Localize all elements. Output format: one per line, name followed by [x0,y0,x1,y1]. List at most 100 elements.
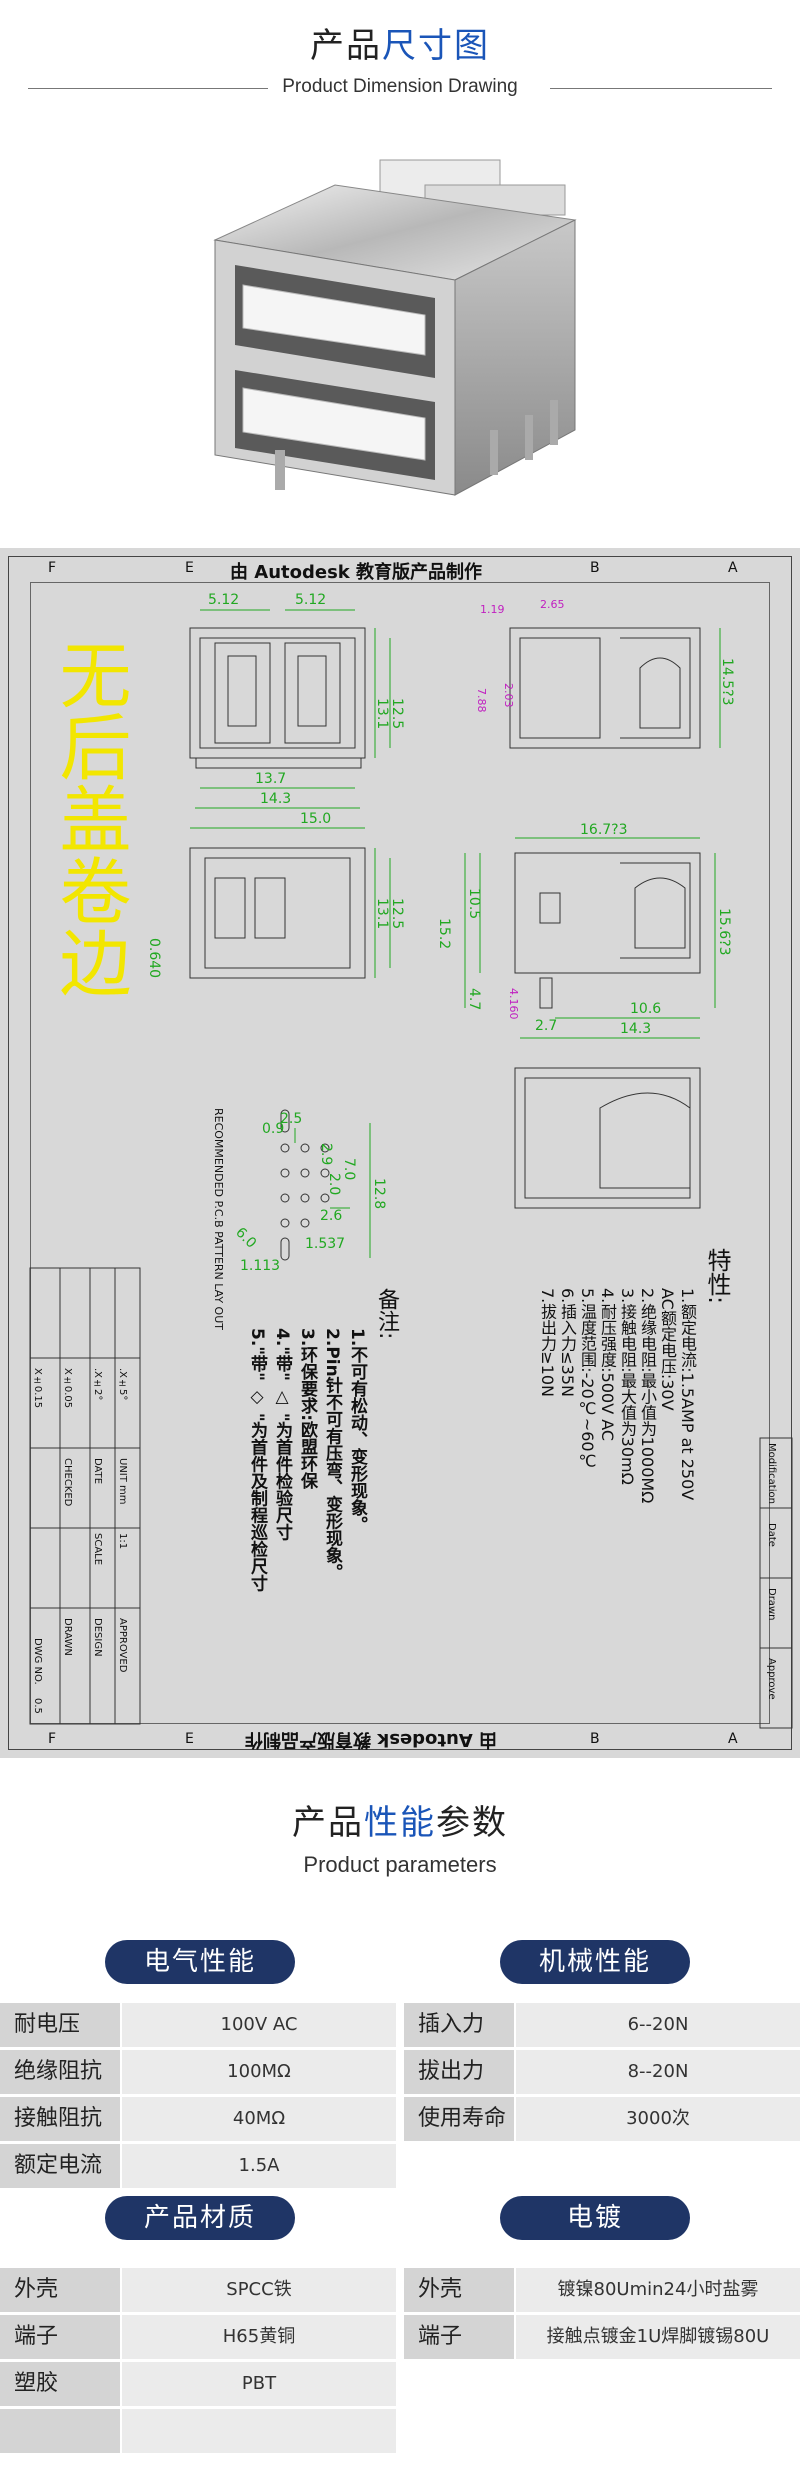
divider-right [550,88,772,89]
zone-letter: B [590,560,600,576]
dimension-subtitle: Product Dimension Drawing [282,76,518,97]
title-block-cell: X±0.05 [62,1368,73,1409]
pcb-caption: RECOMMENDED P.C.B PATTERN LAY OUT [212,1108,225,1330]
dim-label: 1.113 [240,1258,280,1274]
feature-line: 4.耐压强度:500V AC [598,1288,617,1442]
dim-label: 2.0 [326,1173,342,1195]
revision-cell: Approve [766,1658,777,1700]
param-value: 接触点镀金1U焊脚镀锡80U [516,2315,800,2359]
dim-label: 7.0 [341,1158,357,1180]
zone-letter: A [728,560,738,576]
note-line: 2.Pin针不可有压弯、变形现象。 [322,1328,342,1581]
param-value: 6--20N [516,2003,800,2047]
plating-header: 电镀 [500,2196,690,2240]
param-label: 端子 [404,2315,514,2359]
title-block-cell: DWG NO. [32,1638,43,1685]
dim-label: 16.7?3 [580,822,628,838]
dim-label: 5.12 [295,592,326,608]
watermark-text: 无后盖卷边 [47,638,131,998]
param-value: 镀镍80Umin24小时盐雾 [516,2268,800,2312]
note-line: 5."带" ◇ "为首件及制程巡检尺寸 [247,1328,267,1592]
title-block-cell: .X±5° [117,1368,128,1401]
revision-cell: Drawn [766,1588,777,1621]
drawing-outer-frame [8,556,792,1750]
product-photo [213,159,577,496]
zone-letter: E [185,1731,194,1747]
parameters-title: 产品性能参数 [292,1803,508,1843]
dim-label: 2.9 [318,1143,334,1165]
dim-label: 12.5 [389,698,405,729]
param-value: SPCC铁 [122,2268,396,2312]
param-label: 拔出力 [404,2050,514,2094]
dim-label: 14.3 [260,791,291,807]
dim-label: 2.7 [535,1018,557,1034]
param-value: 100V AC [122,2003,396,2047]
dim-label: 10.5 [466,888,482,919]
dim-label: 14.3 [620,1021,651,1037]
material-header: 产品材质 [105,2196,295,2240]
param-label: 接触阻抗 [0,2097,120,2141]
zone-letter: F [48,1731,57,1747]
note-line: 1.不可有松动、变形现象。 [347,1328,367,1534]
param-value: 100MΩ [122,2050,396,2094]
param-label: 外壳 [404,2268,514,2312]
parameters-subtitle: Product parameters [303,1852,497,1877]
zone-letter: B [590,1731,600,1747]
title-block-cell: X±0.15 [32,1368,43,1409]
param-value [122,2409,396,2453]
revision-cell: Date [766,1523,777,1547]
dim-label: 0.640 [146,938,162,978]
param-value: H65黄铜 [122,2315,396,2359]
title-block-cell: APPROVED [117,1618,128,1673]
feature-line: 6.插入力≤35N [558,1288,577,1397]
dim-label: 10.6 [630,1001,661,1017]
dim-label: 6.0 [232,1225,259,1252]
feature-line: 3.接触电阻:最大值为30mΩ [618,1288,637,1485]
param-value: 3000次 [516,2097,800,2141]
dim-label: 2.5 [280,1111,302,1127]
dimension-drawing: 5.12 5.12 13.1 12.5 13.7 14.3 15.0 2.65 … [29,592,793,1729]
dim-label: 4.7 [466,988,482,1010]
title-block-cell: CHECKED [62,1458,73,1507]
divider-left [28,88,268,89]
dim-label: 15.6?3 [716,908,732,956]
param-label [0,2409,120,2453]
param-label: 耐电压 [0,2003,120,2047]
dimension-title: 产品尺寸图 [310,26,490,66]
param-value: 40MΩ [122,2097,396,2141]
note-line: 3.环保要求:欧盟环保 [297,1328,317,1490]
param-label: 塑胶 [0,2362,120,2406]
param-label: 使用寿命 [404,2097,514,2141]
param-label: 端子 [0,2315,120,2359]
dim-label: 7.88 [475,688,488,713]
title-block-cell: 0.5 [32,1698,43,1714]
dim-label: 13.1 [374,898,390,929]
param-value: 8--20N [516,2050,800,2094]
revision-cell: Modification [766,1443,777,1504]
dim-label: 5.12 [208,592,239,608]
zone-letter: F [48,560,57,576]
dim-label: 2.6 [320,1208,342,1224]
title-block-cell: SCALE [92,1533,103,1566]
dim-label: 14.5?3 [719,658,735,706]
dim-label: 15.2 [436,918,452,949]
dim-label: 2.03 [502,683,515,708]
dim-label: 2.65 [540,598,565,611]
dim-label: 12.8 [371,1178,387,1209]
feature-line: 2.绝缘电阻:最小值为1000MΩ [638,1288,657,1504]
feature-line: 7.拔出力≥10N [538,1288,557,1397]
param-label: 额定电流 [0,2144,120,2188]
feature-line: AC额定电压:30V [658,1288,677,1411]
param-value: PBT [122,2362,396,2406]
dim-label: 12.5 [389,898,405,929]
drawing-inner-frame [30,582,770,1724]
param-value: 1.5A [122,2144,396,2188]
dim-label: 1.19 [480,603,505,616]
title-block-cell: DESIGN [92,1618,103,1657]
title-block-cell: .X±2° [92,1368,103,1401]
electrical-header: 电气性能 [105,1940,295,1984]
note-line: 4."带" △ "为首件检验尺寸 [272,1328,292,1541]
notes-title: 备注: [374,1288,399,1340]
drawing-sheet: 由 Autodesk 教育版产品制作 F E B A 由 Autodesk 教育… [0,548,800,1758]
param-label: 外壳 [0,2268,120,2312]
